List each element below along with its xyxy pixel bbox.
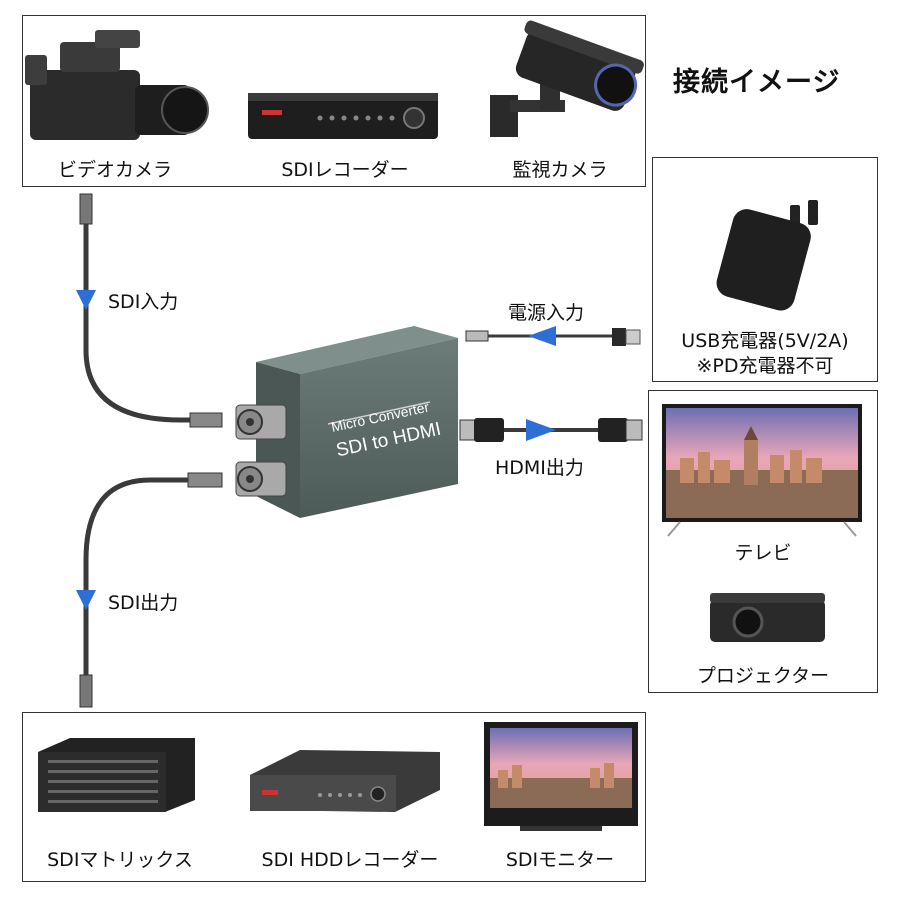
- tv-icon: [662, 404, 862, 537]
- hdmi-arrow: [526, 419, 556, 441]
- sdi-matrix-label: SDIマトリックス: [47, 849, 193, 871]
- hdd-recorder-icon: [250, 750, 440, 812]
- sdi-matrix-icon: [38, 738, 195, 812]
- sdi-recorder-label: SDIレコーダー: [281, 159, 409, 181]
- page-title: 接続イメージ: [673, 67, 841, 98]
- pd-charger-note: ※PD充電器不可: [696, 355, 834, 377]
- power-arrow: [528, 326, 556, 346]
- cctv-camera-icon: [490, 20, 644, 137]
- camcorder-icon: [25, 30, 209, 140]
- power-cable: [465, 326, 641, 346]
- sdi-output-arrow: [76, 590, 96, 610]
- hdd-recorder-label: SDI HDDレコーダー: [261, 849, 439, 871]
- usb-charger-icon: [716, 200, 818, 311]
- converter-device: [235, 326, 458, 518]
- hdmi-cable: [459, 418, 643, 442]
- sdi-output-label: SDI出力: [108, 592, 179, 614]
- camcorder-label: ビデオカメラ: [57, 159, 172, 181]
- sdi-input-arrow: [76, 290, 96, 310]
- power-input-label: 電源入力: [508, 302, 585, 324]
- projector-label: プロジェクター: [696, 665, 830, 687]
- tv-label: テレビ: [734, 542, 792, 564]
- cctv-camera-label: 監視カメラ: [512, 159, 608, 181]
- sdi-monitor-icon: [484, 722, 638, 831]
- dvr-icon: [248, 93, 438, 139]
- sdi-input-label: SDI入力: [108, 291, 179, 313]
- projector-icon: [710, 593, 825, 642]
- sdi-output-cable: [79, 472, 223, 708]
- hdmi-output-label: HDMI出力: [495, 457, 584, 479]
- sdi-input-cable: [79, 193, 223, 428]
- usb-charger-label: USB充電器(5V/2A): [681, 330, 849, 352]
- sdi-monitor-label: SDIモニター: [505, 849, 615, 871]
